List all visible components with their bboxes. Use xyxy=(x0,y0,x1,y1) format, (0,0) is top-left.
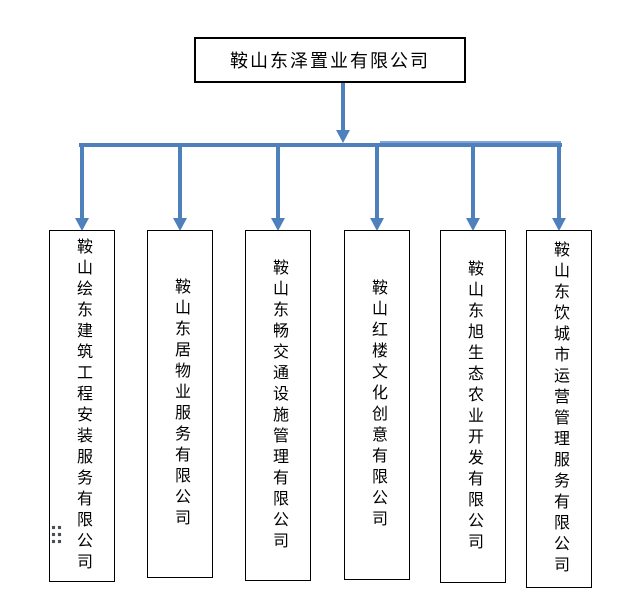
child-company-box-6[interactable]: 鞍山东饮城市运营管理服务有限公司 xyxy=(526,230,592,588)
drop-connector-shaft-3 xyxy=(276,147,280,218)
arrow-down-icon xyxy=(552,218,566,231)
child-company-box-4[interactable]: 鞍山红楼文化创意有限公司 xyxy=(344,230,410,580)
drag-handle-dot xyxy=(58,533,61,536)
connector-horizontal-line xyxy=(79,143,562,147)
drag-handle-dot xyxy=(52,533,55,536)
child-company-label: 鞍山东旭生态农业开发有限公司 xyxy=(465,259,482,554)
drag-handle-icon[interactable] xyxy=(52,526,61,543)
drag-handle-dot xyxy=(58,526,61,529)
child-company-label: 鞍山绘东建筑工程安装服务有限公司 xyxy=(74,238,91,574)
drop-connector-shaft-6 xyxy=(557,147,561,218)
arrow-down-icon xyxy=(336,130,350,143)
arrow-down-icon xyxy=(173,218,187,231)
child-company-label: 鞍山红楼文化创意有限公司 xyxy=(369,279,386,531)
child-company-label: 鞍山东居物业服务有限公司 xyxy=(172,278,189,530)
root-company-box[interactable]: 鞍山东泽置业有限公司 xyxy=(194,37,466,83)
arrow-down-icon xyxy=(271,218,285,231)
root-connector-shaft xyxy=(341,83,345,131)
arrow-down-icon xyxy=(466,218,480,231)
drop-connector-shaft-1 xyxy=(80,147,84,218)
connector-overlap-highlight xyxy=(380,141,561,143)
child-company-label: 鞍山东饮城市运营管理服务有限公司 xyxy=(551,241,568,577)
drag-handle-dot xyxy=(52,526,55,529)
child-company-box-3[interactable]: 鞍山东畅交通设施管理有限公司 xyxy=(245,230,311,581)
arrow-down-icon xyxy=(370,218,384,231)
arrow-down-icon xyxy=(75,218,89,231)
child-company-box-5[interactable]: 鞍山东旭生态农业开发有限公司 xyxy=(440,230,506,583)
child-company-label: 鞍山东畅交通设施管理有限公司 xyxy=(270,258,287,553)
drag-handle-dot xyxy=(52,540,55,543)
drop-connector-shaft-4 xyxy=(375,147,379,218)
child-company-box-1[interactable]: 鞍山绘东建筑工程安装服务有限公司 xyxy=(49,230,115,582)
child-company-box-2[interactable]: 鞍山东居物业服务有限公司 xyxy=(147,230,213,578)
drag-handle-dot xyxy=(58,540,61,543)
drop-connector-shaft-2 xyxy=(178,147,182,218)
root-company-label: 鞍山东泽置业有限公司 xyxy=(230,51,430,71)
drop-connector-shaft-5 xyxy=(471,147,475,218)
